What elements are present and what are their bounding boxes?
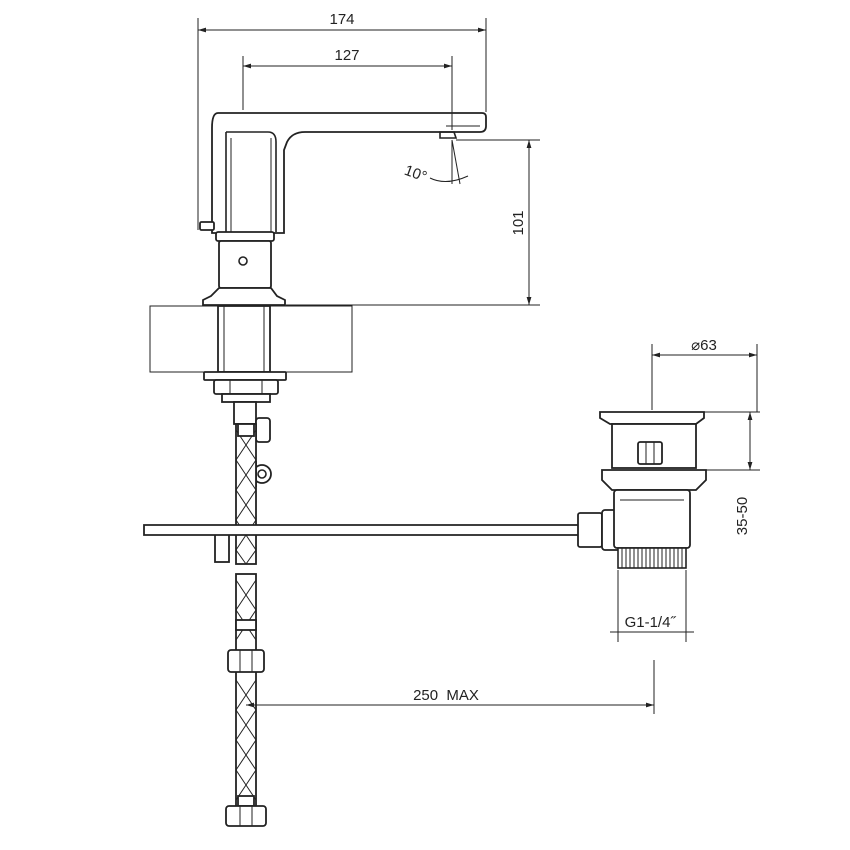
- dim-35-50-label: 35-50: [734, 497, 751, 535]
- dim-250-label: 250 MAX: [413, 687, 479, 704]
- fixing-assembly: [203, 371, 287, 487]
- dim-angle-label: 10°: [402, 162, 429, 186]
- flex-hose: [225, 423, 267, 827]
- dimension-thread: G1-1/4˝: [610, 570, 694, 642]
- dim-diameter-label: ⌀63: [691, 337, 717, 354]
- dimension-diameter: ⌀63: [651, 337, 758, 412]
- waste-valve: [599, 411, 707, 569]
- dim-thread-label: G1-1/4˝: [625, 614, 677, 631]
- faucet: [199, 112, 487, 306]
- countertop-section: [149, 305, 353, 373]
- dimension-35-50: 35-50: [704, 411, 760, 535]
- dim-101-label: 101: [510, 210, 527, 235]
- dimension-127: 127: [242, 47, 453, 130]
- dimension-angle: 10°: [402, 139, 469, 186]
- dimension-174: 174: [197, 11, 487, 230]
- dimension-101: 101: [286, 139, 540, 306]
- dim-174-label: 174: [329, 11, 354, 28]
- popup-rod: [143, 509, 625, 563]
- dim-127-label: 127: [334, 47, 359, 64]
- dimension-250-max: 250 MAX: [246, 660, 655, 714]
